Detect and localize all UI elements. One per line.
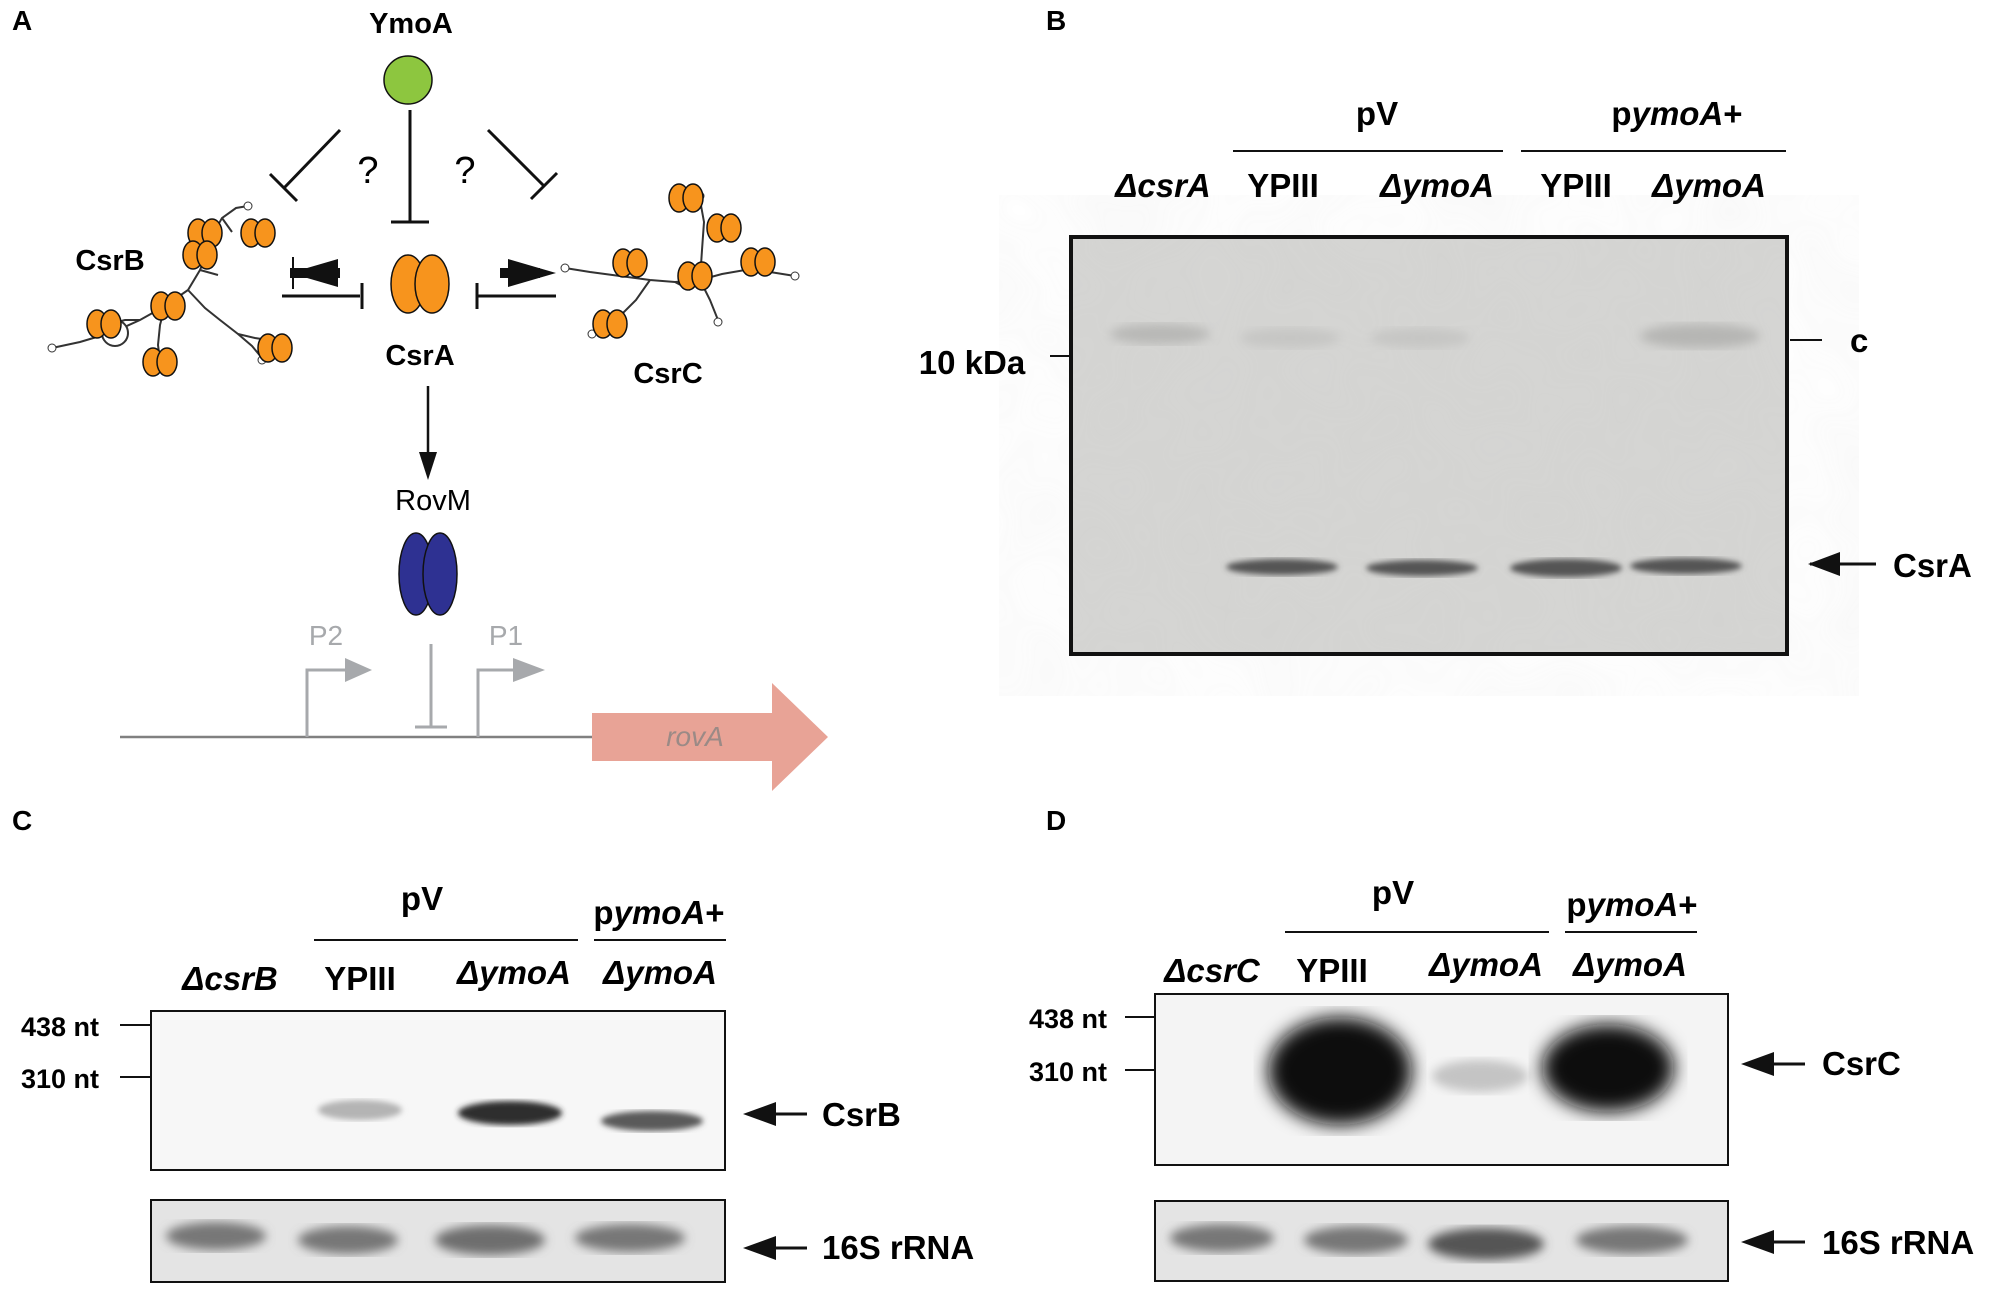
csra-arrow-icon xyxy=(1808,552,1840,576)
marker-310nt: 310 nt xyxy=(1029,1057,1107,1087)
northern-blot-csrb xyxy=(150,1010,726,1171)
lane-label-1: ΔcsrA xyxy=(1113,167,1211,204)
ymoa-label: YmoA xyxy=(369,8,453,40)
group-label-pymoa: pymoA+ xyxy=(1611,95,1742,132)
csrb-rna-structure: CsrB xyxy=(47,201,293,377)
lane-label-4: ΔymoA xyxy=(1571,946,1687,983)
csra-csrc-exchange-arrows xyxy=(475,259,556,309)
group-label-pymoa: pymoA+ xyxy=(593,894,724,931)
group-label-pv: pV xyxy=(401,880,443,917)
panel-letter-d: D xyxy=(1046,805,1066,836)
panel-letter-a: A xyxy=(12,5,32,36)
lane-label-1: ΔcsrB xyxy=(180,960,278,997)
csrc-band-lane-2 xyxy=(1268,1017,1412,1125)
csrc-arrow-icon xyxy=(1741,1052,1774,1076)
rova-gene-arrow xyxy=(592,683,828,791)
csrc-rna-structure: CsrC xyxy=(560,183,800,390)
lane-label-3: ΔymoA xyxy=(1427,946,1543,983)
band-c-label: c xyxy=(1850,322,1868,359)
northern-blot-csrc xyxy=(1154,993,1729,1166)
csra-band-lane-4 xyxy=(1510,559,1622,577)
csra-band-label: CsrA xyxy=(1893,547,1972,584)
ymoa-protein-icon xyxy=(383,55,433,105)
promoter-p2-label: P2 xyxy=(309,620,343,651)
rovm-label: RovM xyxy=(395,485,471,517)
csra-band-lane-5 xyxy=(1630,558,1742,574)
csrb-band-lane-2 xyxy=(318,1100,402,1120)
group-label-pv: pV xyxy=(1372,874,1414,911)
rrna-blot-c xyxy=(150,1199,726,1283)
marker-310nt: 310 nt xyxy=(21,1064,99,1094)
group-label-pymoa: pymoA+ xyxy=(1566,886,1697,923)
marker-438nt: 438 nt xyxy=(21,1012,99,1042)
rrna-label: 16S rRNA xyxy=(1822,1224,1974,1261)
promoter-p2-arrow-icon xyxy=(345,658,372,682)
csrb-band-lane-4 xyxy=(601,1111,703,1131)
csra-band-lane-3 xyxy=(1366,560,1478,576)
csrc-band-label: CsrC xyxy=(1822,1045,1901,1082)
lane-label-3: ΔymoA xyxy=(455,954,571,991)
panel-b: B pV pymoA+ ΔcsrA YPIII ΔymoA YPIII Δymo… xyxy=(919,5,1972,656)
lane-label-4: YPIII xyxy=(1540,167,1612,204)
csra-rovm-arrowhead xyxy=(419,452,437,480)
lane-label-2: YPIII xyxy=(1296,952,1368,989)
rova-gene-label: rovA xyxy=(666,721,724,752)
csra-label: CsrA xyxy=(385,340,454,372)
lane-label-2: YPIII xyxy=(1247,167,1319,204)
promoter-p1-arrow-icon xyxy=(513,658,545,682)
rrna-arrow-icon xyxy=(743,1236,776,1260)
panel-d: D pV pymoA+ ΔcsrC YPIII ΔymoA ΔymoA 438 … xyxy=(1029,805,1974,1282)
panel-c: C pV pymoA+ ΔcsrB YPIII ΔymoA ΔymoA 438 … xyxy=(12,805,974,1283)
ymoa-inhibition-arrows xyxy=(268,110,559,224)
rovm-protein-icon xyxy=(398,532,458,616)
csrc-band-lane-4 xyxy=(1542,1024,1674,1112)
lane-label-5: ΔymoA xyxy=(1650,167,1766,204)
lane-label-1: ΔcsrC xyxy=(1162,952,1261,989)
lane-label-2: YPIII xyxy=(324,960,396,997)
panel-a: A YmoA ? ? CsrA xyxy=(12,5,828,791)
rrna-blot-d xyxy=(1154,1200,1729,1282)
csrb-band-lane-3 xyxy=(458,1101,562,1125)
csrc-band-lane-3 xyxy=(1432,1060,1528,1092)
rova-promoter-region: P2 P1 rovA xyxy=(120,620,828,791)
panel-letter-b: B xyxy=(1046,5,1066,36)
csrb-label: CsrB xyxy=(75,245,144,277)
csrb-band-label: CsrB xyxy=(822,1096,901,1133)
group-label-pv: pV xyxy=(1356,95,1398,132)
csrb-csra-exchange-arrows xyxy=(282,257,364,309)
western-blot-image xyxy=(1069,235,1789,656)
csra-band-lane-2 xyxy=(1226,559,1338,575)
csra-protein-icon xyxy=(390,254,450,314)
question-mark-left: ? xyxy=(357,150,378,192)
rrna-label: 16S rRNA xyxy=(822,1229,974,1266)
marker-10kda: 10 kDa xyxy=(919,344,1026,381)
lane-label-4: ΔymoA xyxy=(601,954,717,991)
rrna-arrow-icon xyxy=(1741,1230,1774,1254)
marker-438nt: 438 nt xyxy=(1029,1004,1107,1034)
question-mark-right: ? xyxy=(454,150,475,192)
lane-label-3: ΔymoA xyxy=(1378,167,1494,204)
csrc-label: CsrC xyxy=(633,358,702,390)
csrb-arrow-icon xyxy=(743,1102,776,1126)
panel-letter-c: C xyxy=(12,805,32,836)
promoter-p1-label: P1 xyxy=(489,620,523,651)
